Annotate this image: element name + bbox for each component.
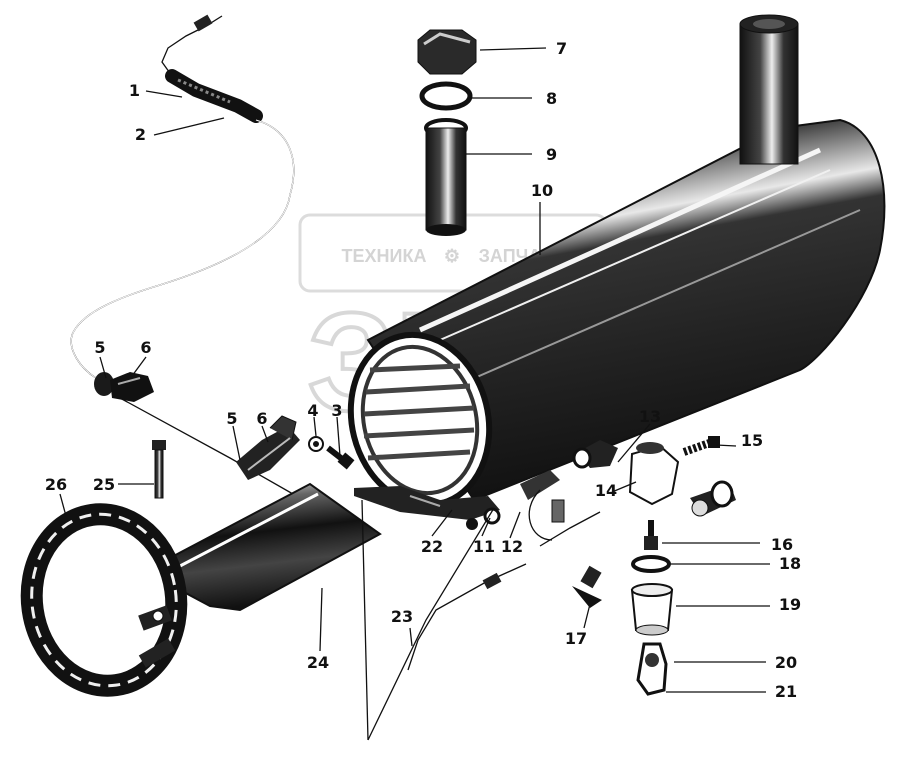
callout-26: 26 [45,475,67,494]
callout-9: 9 [546,145,557,164]
callout-13: 13 [639,407,661,426]
tank-bracket [354,470,565,541]
callout-5-upper: 5 [94,338,105,357]
sensor-cable [70,14,295,379]
sediment-bowl [630,520,674,696]
callout-4: 4 [307,401,318,420]
filler-cap [417,29,477,236]
callout-21: 21 [775,682,797,701]
band-clamp [20,503,188,697]
callout-22: 22 [421,537,443,556]
fuel-pipe [407,511,601,671]
callout-11: 11 [473,537,495,556]
callout-labels: 1 2 3 4 5 5 6 6 7 8 9 10 11 12 13 14 15 … [45,39,801,701]
drain-tap [572,565,602,608]
callout-20: 20 [775,653,797,672]
callout-18: 18 [779,554,801,573]
tank-body [347,14,886,509]
callout-2: 2 [135,125,146,144]
lower-clamp [236,415,300,480]
bolt-25 [152,440,166,499]
callout-6-upper: 6 [140,338,151,357]
callout-17: 17 [565,629,587,648]
callout-12: 12 [501,537,523,556]
callout-14: 14 [595,481,617,500]
end-cap-ribs [363,363,475,461]
callout-25: 25 [93,475,115,494]
callout-6-lower: 6 [256,409,267,428]
watermark-left-text: ТЕХНИКА [342,246,427,266]
leader-lines [59,47,770,693]
callout-19: 19 [779,595,801,614]
gear-icon: ⚙ [444,246,460,266]
callout-23: 23 [391,607,413,626]
pointer-lines [361,499,495,741]
callout-7: 7 [556,39,567,58]
callout-5-lower: 5 [226,409,237,428]
callout-10: 10 [531,181,553,200]
bolt-and-washer [308,436,355,470]
heat-shield [164,482,382,612]
callout-15: 15 [741,431,763,450]
valve-assembly [572,436,736,517]
upper-clamp [94,372,301,499]
callout-16: 16 [771,535,793,554]
callout-1: 1 [129,81,140,100]
callout-24: 24 [307,653,329,672]
callout-8: 8 [546,89,557,108]
callout-3: 3 [331,401,342,420]
